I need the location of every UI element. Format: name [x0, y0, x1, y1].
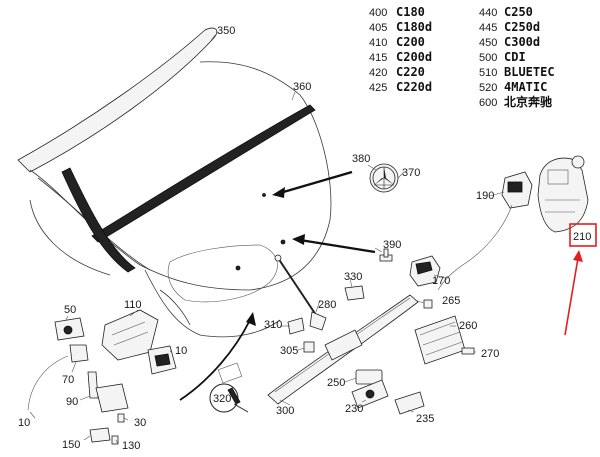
legend-num: 520	[479, 82, 497, 94]
star-emblem-370	[369, 163, 399, 193]
legend-code: C200	[396, 35, 425, 49]
callout-150: 150	[62, 439, 80, 451]
cable-10-left	[27, 355, 69, 411]
latch-170	[409, 255, 441, 287]
spoiler-350	[17, 27, 218, 173]
legend-code: C180d	[396, 20, 432, 34]
switch-250	[355, 369, 383, 385]
callout-370: 370	[402, 167, 420, 179]
clip-130-150	[89, 427, 119, 445]
callout-labels: 350 360 380 370 190 210 390 330 280 170 …	[18, 25, 591, 452]
screw-30	[117, 413, 125, 423]
highlight-210	[564, 223, 597, 336]
legend-code: 北京奔驰	[504, 94, 552, 109]
callout-330: 330	[344, 271, 362, 283]
legend-code: C180	[396, 5, 425, 19]
legend-num: 450	[479, 37, 497, 49]
bolt-390	[379, 248, 393, 262]
legend-code: C220d	[396, 80, 432, 94]
callout-350: 350	[217, 25, 235, 37]
callout-130: 130	[122, 440, 140, 452]
callout-270: 270	[481, 348, 499, 360]
legend-code: C250	[504, 5, 533, 19]
badge-legend: 400 C180 405 C180d 410 C200 415 C200d 42…	[369, 5, 555, 109]
legend-num: 415	[369, 52, 387, 64]
callout-170: 170	[432, 275, 450, 287]
legend-num: 600	[479, 97, 497, 109]
legend-num: 500	[479, 52, 497, 64]
plate-lamp-260	[414, 315, 475, 365]
callout-110: 110	[124, 299, 142, 311]
legend-num: 400	[369, 7, 387, 19]
legend-num: 420	[369, 67, 387, 79]
legend-num: 425	[369, 82, 387, 94]
screw-270	[461, 347, 475, 355]
switch-235	[394, 391, 425, 415]
actuator-90	[87, 371, 129, 413]
legend-num: 510	[479, 67, 497, 79]
legend-code: C300d	[504, 35, 540, 49]
rod-280	[274, 254, 327, 331]
lock-10-right	[147, 345, 177, 375]
lever-70	[69, 344, 89, 363]
trunk-garnish-300	[267, 294, 419, 405]
callout-50: 50	[64, 304, 76, 316]
callout-190: 190	[476, 190, 494, 202]
callout-305: 305	[280, 345, 298, 357]
callout-360: 360	[293, 81, 311, 93]
callout-70: 70	[62, 374, 74, 386]
legend-num: 445	[479, 22, 497, 34]
callout-300: 300	[276, 405, 294, 417]
callout-390: 390	[383, 239, 401, 251]
callout-210: 210	[573, 231, 591, 243]
legend-num: 440	[479, 7, 497, 19]
callout-280: 280	[318, 299, 336, 311]
camera-230	[351, 379, 389, 409]
lock-cylinder-50	[54, 317, 85, 341]
legend-code: C250d	[504, 20, 540, 34]
legend-code: C220	[396, 65, 425, 79]
seal-strip-side	[61, 167, 136, 273]
pointer-arrows	[179, 170, 376, 401]
callout-265: 265	[442, 295, 460, 307]
callout-90: 90	[66, 396, 78, 408]
callout-10-right: 10	[175, 345, 187, 357]
grommet-305	[303, 341, 315, 353]
callout-235: 235	[416, 413, 434, 425]
callout-10-left: 10	[18, 417, 30, 429]
emblem-inset-320	[209, 362, 249, 413]
callout-30: 30	[134, 417, 146, 429]
clip-310	[287, 317, 305, 335]
legend-code: BLUETEC	[504, 65, 555, 79]
trunk-lid-assembly	[17, 27, 332, 338]
leader-lines	[29, 34, 505, 445]
callout-230: 230	[345, 403, 363, 415]
callout-260: 260	[459, 320, 477, 332]
seal-strip-360	[91, 104, 316, 243]
legend-code: C200d	[396, 50, 432, 64]
callout-310: 310	[264, 319, 282, 331]
clip-330	[344, 285, 365, 301]
legend-num: 410	[369, 37, 387, 49]
legend-code: 4MATIC	[504, 80, 547, 94]
clip-265	[423, 299, 433, 309]
callout-320: 320	[213, 393, 231, 405]
legend-code: CDI	[504, 50, 526, 64]
legend-num: 405	[369, 22, 387, 34]
lock-actuator-190	[437, 171, 533, 291]
callout-380: 380	[352, 153, 370, 165]
callout-250: 250	[327, 377, 345, 389]
reservoir-210	[537, 155, 589, 233]
